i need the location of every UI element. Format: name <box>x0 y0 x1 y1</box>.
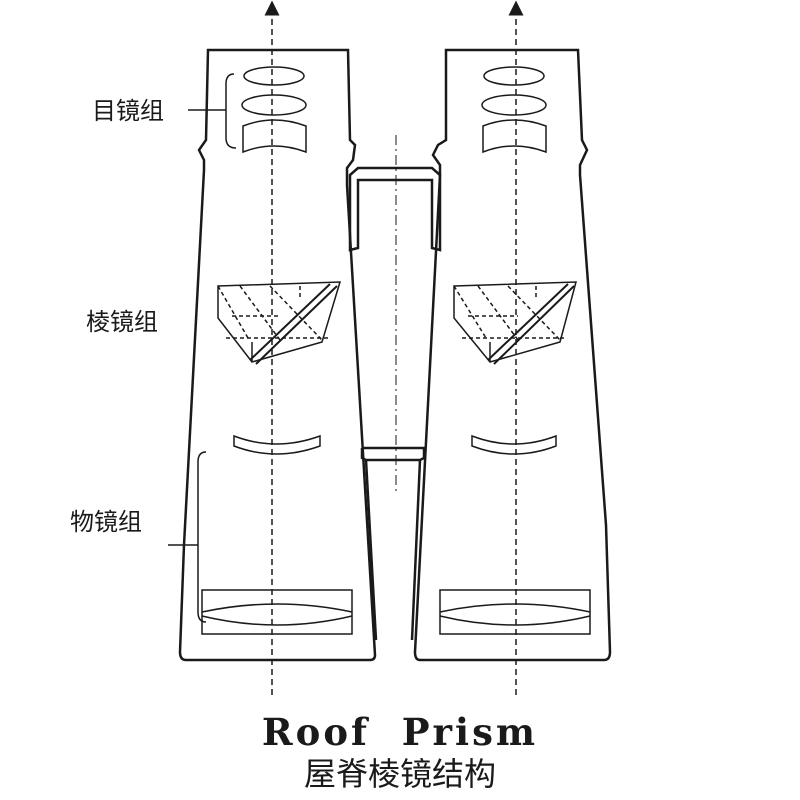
right-eyepiece-lenses <box>481 66 547 154</box>
left-field-lens <box>233 434 321 455</box>
bottom-bridge <box>360 446 426 641</box>
left-objective-lens <box>201 589 353 635</box>
eyepiece-group-label: 目镜组 <box>92 97 164 125</box>
top-bridge <box>348 166 442 252</box>
objective-bracket <box>168 451 207 623</box>
right-objective-lens <box>439 589 591 635</box>
prism-group-label: 棱镜组 <box>86 308 158 336</box>
title-chinese: 屋脊棱镜结构 <box>303 755 496 793</box>
right-barrel-outline <box>413 48 612 662</box>
right-prism <box>453 281 577 365</box>
eyepiece-bracket <box>188 73 237 149</box>
left-prism <box>217 281 342 365</box>
right-field-lens <box>471 434 557 455</box>
left-eyepiece-lenses <box>241 66 307 154</box>
objective-group-label: 物镜组 <box>70 508 142 536</box>
left-barrel-outline <box>178 48 377 662</box>
title-english: Roof Prism <box>261 710 539 754</box>
